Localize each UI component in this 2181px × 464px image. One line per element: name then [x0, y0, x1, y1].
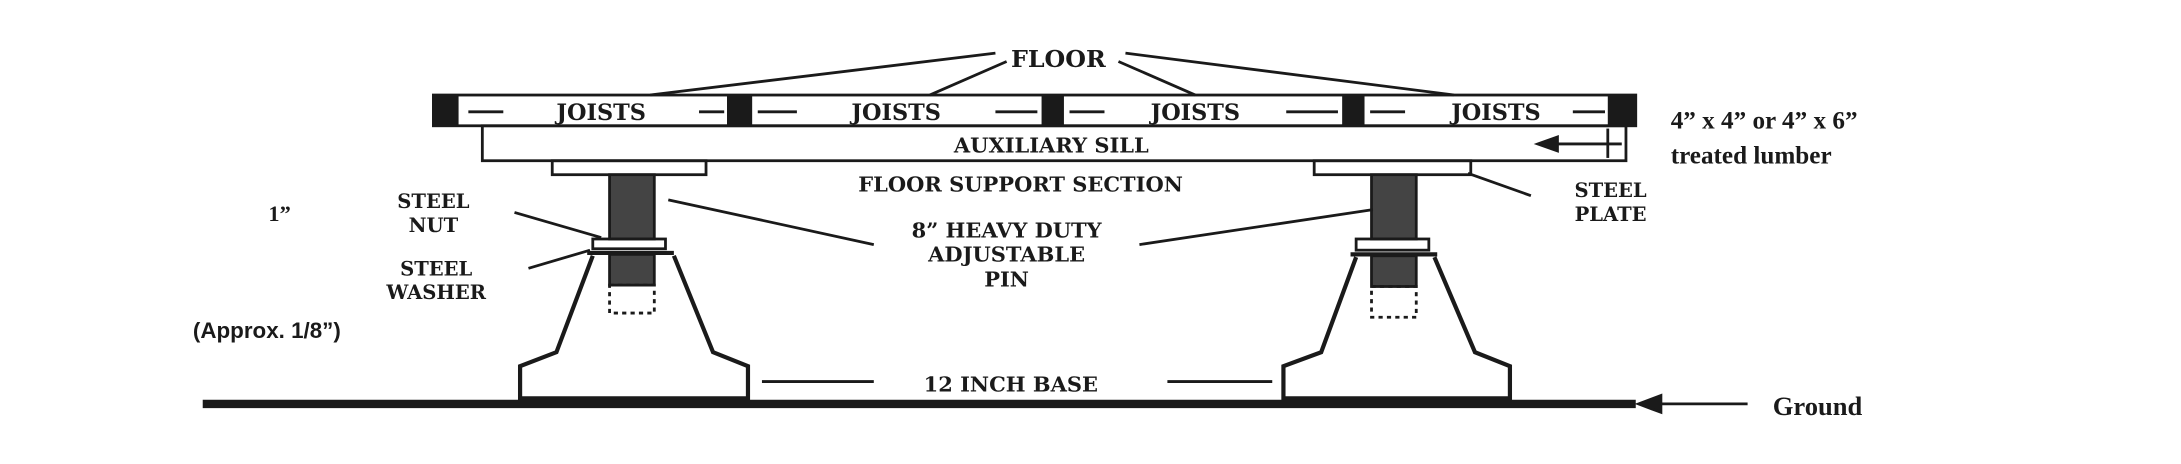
- approx-label: (Approx. 1/8”): [193, 318, 341, 343]
- support-left: [517, 173, 751, 401]
- floor-label: FLOOR: [1011, 45, 1106, 73]
- auxiliary-sill-label: AUXILIARY SILL: [953, 132, 1149, 157]
- pin-label: PIN: [984, 267, 1029, 292]
- joist-blocks: [433, 95, 1636, 126]
- support-right: [1281, 173, 1513, 401]
- steel-plate-right: [1312, 159, 1473, 177]
- ground-arrow: [1634, 393, 1748, 415]
- floor-support-section-label: FLOOR SUPPORT SECTION: [858, 171, 1183, 196]
- floor-leader-lines: [649, 51, 1455, 97]
- ground-label: Ground: [1773, 391, 1863, 421]
- steel-plate-label: STEEL: [1574, 179, 1646, 202]
- joists-label: JOISTS: [849, 100, 940, 126]
- joists-label: JOISTS: [1449, 100, 1540, 126]
- joists-label: JOISTS: [554, 100, 645, 126]
- pin-label: 8” HEAVY DUTY: [912, 218, 1103, 243]
- pin-label: ADJUSTABLE: [927, 241, 1085, 266]
- steel-nut-label: NUT: [409, 214, 459, 237]
- lumber-type-label: treated lumber: [1671, 143, 1832, 170]
- steel-washer-label: STEEL: [400, 257, 472, 280]
- auxiliary-sill: [480, 124, 1628, 163]
- lumber-size-label: 4” x 4” or 4” x 6”: [1671, 108, 1858, 135]
- lumber-arrow: [1533, 128, 1622, 158]
- steel-plate-label: PLATE: [1575, 203, 1647, 226]
- steel-washer-label: WASHER: [385, 281, 486, 304]
- steel-nut-label: STEEL: [397, 190, 469, 213]
- base-label: 12 INCH BASE: [924, 371, 1098, 396]
- leader-lines: [514, 171, 1532, 383]
- joists-label: JOISTS: [1149, 100, 1240, 126]
- steel-plate-left: [550, 159, 708, 177]
- one-inch-label: 1”: [268, 201, 290, 226]
